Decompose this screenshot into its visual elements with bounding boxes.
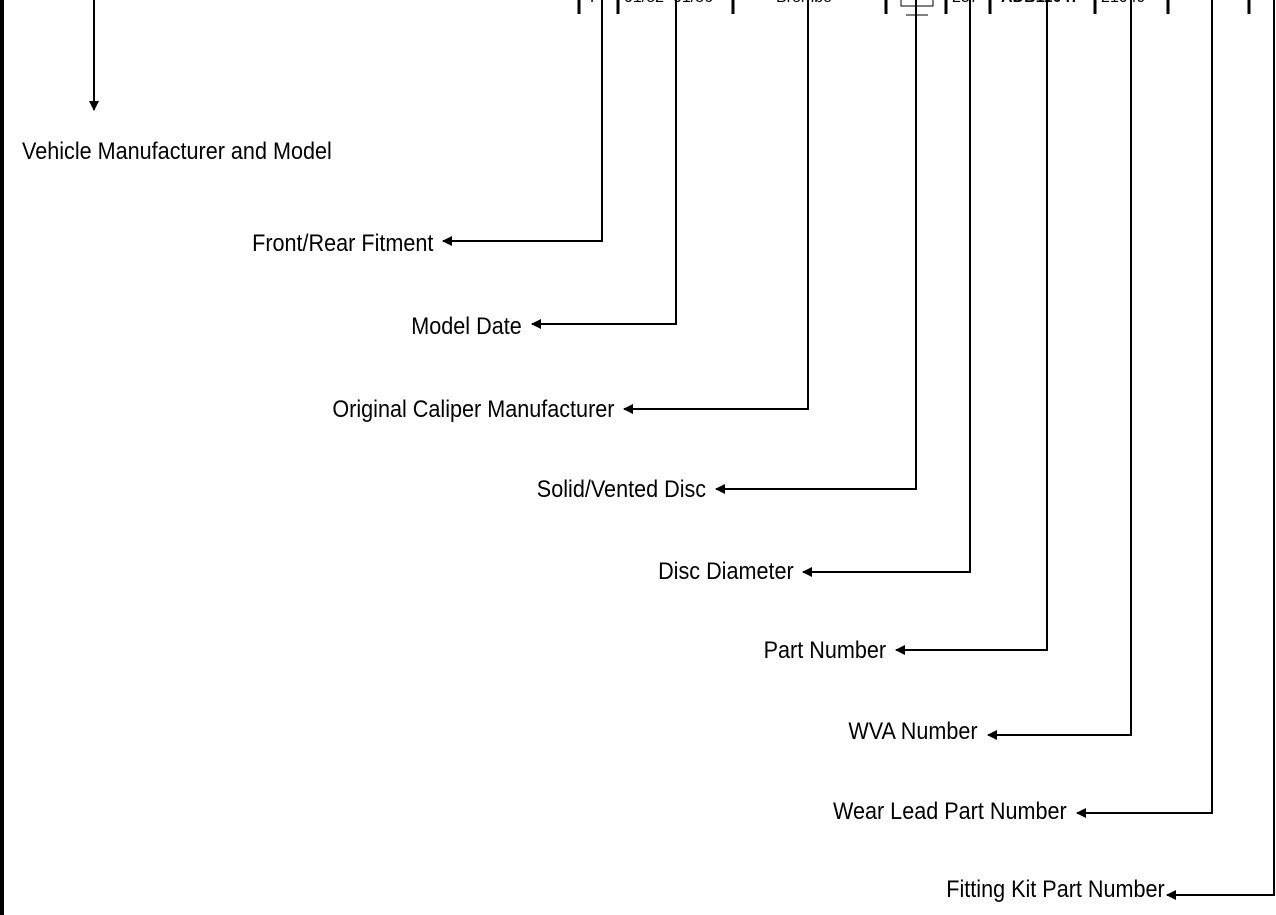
disc-type-leader bbox=[715, 0, 917, 494]
fitment-leader bbox=[442, 0, 603, 246]
fitting-kit-label: Fitting Kit Part Number bbox=[946, 876, 1165, 903]
fitment-value: F bbox=[590, 0, 600, 8]
page-left-border bbox=[0, 0, 4, 915]
vehicle-label: Vehicle Manufacturer and Model bbox=[22, 138, 332, 165]
part-number-value: ADB11047 bbox=[1001, 0, 1079, 8]
fitting-kit-leader bbox=[1166, 0, 1275, 900]
wva-number-value: 21049 bbox=[1101, 0, 1146, 8]
part-number-leader bbox=[895, 0, 1048, 655]
part-number-label: Part Number bbox=[763, 637, 886, 664]
model-date-value: 01/82–01/86 bbox=[624, 0, 713, 8]
disc-diameter-label: Disc Diameter bbox=[658, 558, 794, 585]
caliper-value: Brembo bbox=[776, 0, 832, 8]
disc-diameter-value: 257 bbox=[952, 0, 979, 8]
disc-diameter-leader bbox=[802, 0, 971, 577]
model-date-label: Model Date bbox=[411, 313, 522, 340]
wear-lead-label: Wear Lead Part Number bbox=[833, 798, 1067, 825]
caliper-leader bbox=[623, 0, 809, 414]
wva-number-leader bbox=[987, 0, 1132, 740]
fitment-label: Front/Rear Fitment bbox=[251, 230, 433, 257]
caliper-label: Original Caliper Manufacturer bbox=[331, 396, 614, 423]
wear-lead-leader bbox=[1076, 0, 1213, 818]
leader-lines bbox=[442, 0, 1275, 900]
disc-type-label: Solid/Vented Disc bbox=[536, 476, 706, 503]
model-date-leader bbox=[531, 0, 677, 329]
sample-row-dividers bbox=[577, 0, 1251, 14]
wva-number-label: WVA Number bbox=[848, 718, 978, 745]
